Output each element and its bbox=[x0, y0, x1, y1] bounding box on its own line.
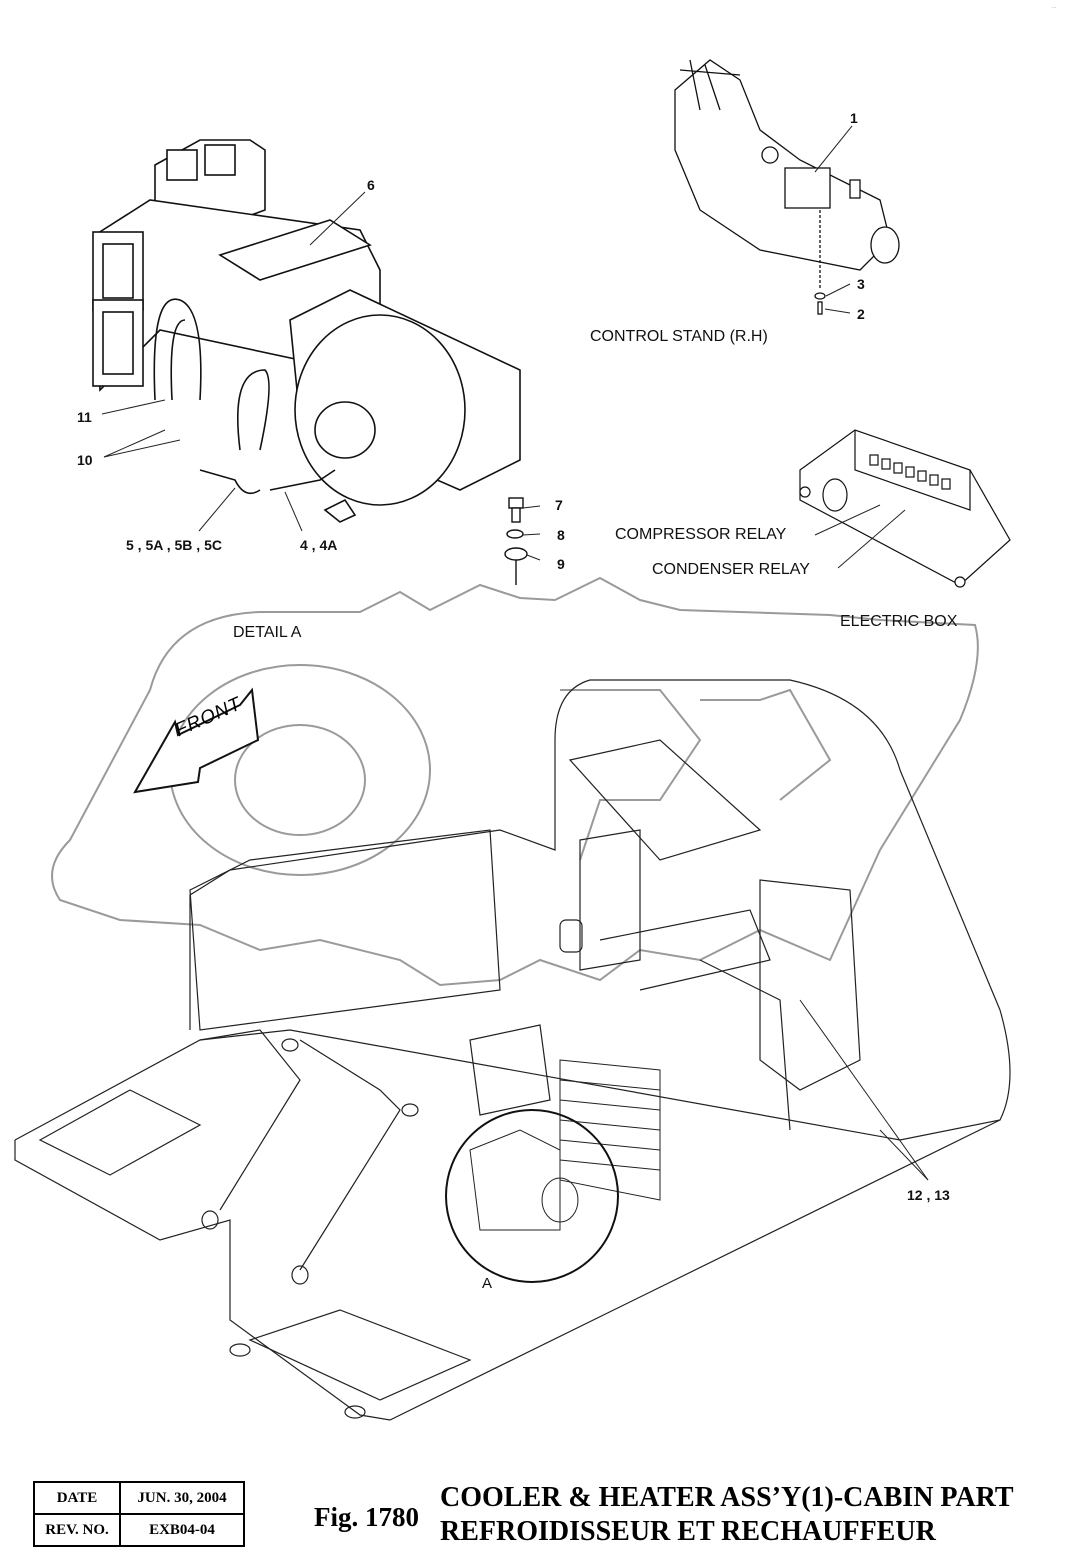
electric-box-illustration bbox=[799, 429, 1011, 588]
callout-7: 7 bbox=[555, 497, 563, 513]
title-french: REFROIDISSEUR ET RECHAUFFEUR bbox=[440, 1516, 936, 1547]
callout-5: 5 , 5A , 5B , 5C bbox=[126, 537, 222, 553]
detail-a-marker: A bbox=[482, 1275, 493, 1292]
relay-row bbox=[869, 454, 951, 490]
rev-no-value: EXB04-04 bbox=[119, 1513, 245, 1547]
callout-8: 8 bbox=[557, 527, 565, 543]
front-arrow-icon bbox=[133, 687, 260, 794]
date-value: JUN. 30, 2004 bbox=[119, 1481, 245, 1515]
detail-a-circle bbox=[445, 1109, 619, 1283]
callout-9: 9 bbox=[557, 556, 565, 572]
callout-6: 6 bbox=[367, 177, 375, 193]
condenser-illustration bbox=[559, 1059, 661, 1201]
control-stand-illustration bbox=[674, 59, 900, 315]
electric-box-label: ELECTRIC BOX bbox=[840, 613, 958, 630]
figure-number: Fig. 1780 bbox=[314, 1502, 419, 1532]
revision-row-date: DATE JUN. 30, 2004 bbox=[33, 1481, 245, 1515]
leader-lines bbox=[101, 125, 929, 1181]
revision-table: DATE JUN. 30, 2004 REV. NO. EXB04-04 bbox=[33, 1481, 245, 1547]
callout-1: 1 bbox=[850, 110, 858, 126]
rev-no-label: REV. NO. bbox=[33, 1513, 121, 1547]
callout-12: 12 , 13 bbox=[907, 1187, 950, 1203]
title-english: COOLER & HEATER ASS’Y(1)-CABIN PART bbox=[440, 1482, 1014, 1513]
callout-2: 2 bbox=[857, 306, 865, 322]
date-label: DATE bbox=[33, 1481, 121, 1515]
bolt-washer-illustration bbox=[504, 497, 528, 585]
machine-frame-illustration bbox=[14, 679, 1011, 1421]
callout-10: 10 bbox=[77, 452, 93, 468]
compressor-relay-label: COMPRESSOR RELAY bbox=[615, 526, 787, 543]
callout-3: 3 bbox=[857, 276, 865, 292]
detail-a-label: DETAIL A bbox=[233, 624, 302, 641]
callout-4: 4 , 4A bbox=[300, 537, 338, 553]
revision-row-rev: REV. NO. EXB04-04 bbox=[33, 1513, 245, 1547]
callout-11: 11 bbox=[77, 409, 92, 425]
corner-mark: ... bbox=[1051, 4, 1056, 10]
condenser-relay-label: CONDENSER RELAY bbox=[652, 561, 810, 578]
heater-unit-illustration bbox=[92, 139, 521, 523]
control-stand-label: CONTROL STAND (R.H) bbox=[590, 328, 768, 345]
